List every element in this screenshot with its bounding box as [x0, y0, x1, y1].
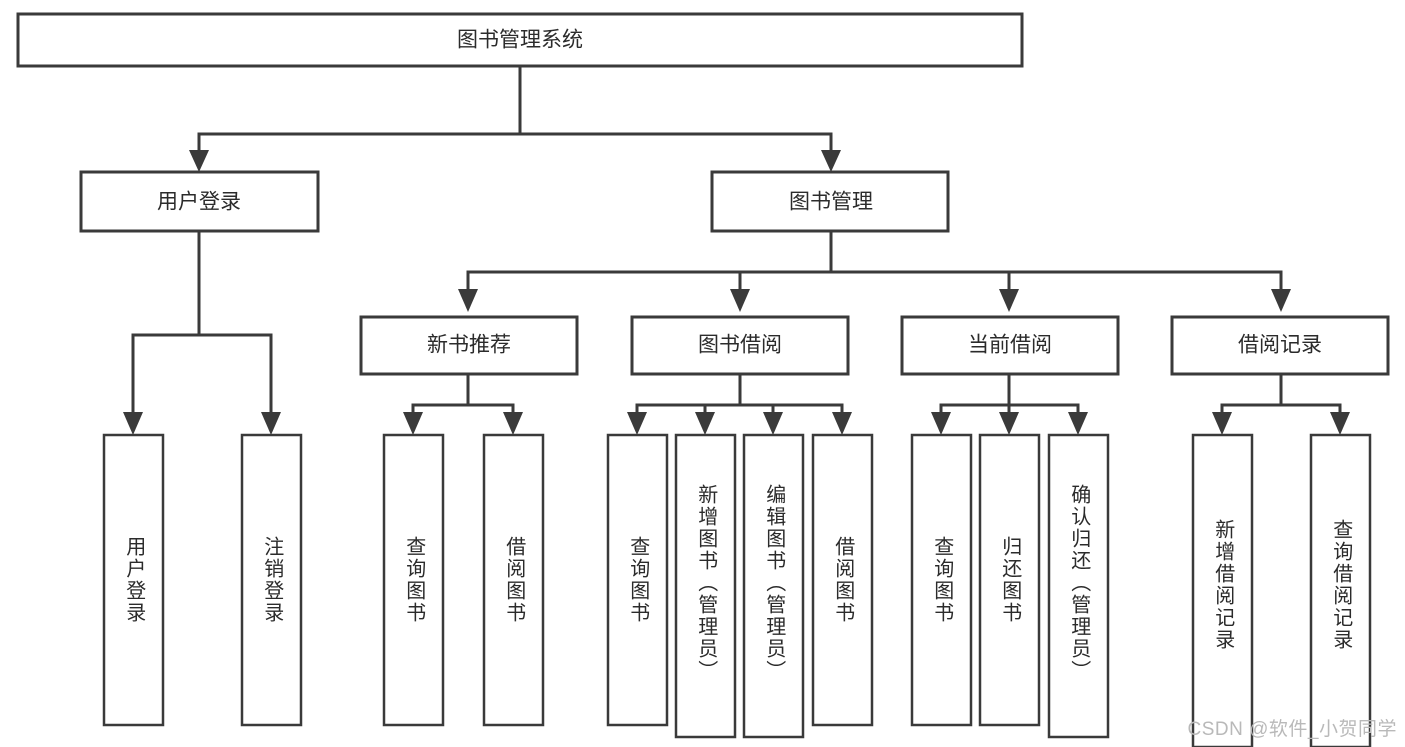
leaf-borrow-add-book[interactable]: 新增图书（管理员）: [674, 433, 737, 739]
new-book-recommend-label: 新书推荐: [427, 334, 511, 357]
connector-layer: [123, 64, 1350, 435]
new-book-recommend-box[interactable]: [359, 315, 579, 376]
root-box[interactable]: [16, 12, 1024, 68]
leaf-user-login-box[interactable]: [102, 433, 165, 727]
node-book-management[interactable]: 图书管理: [710, 170, 950, 233]
arrow-to-book-borrow: [730, 289, 750, 312]
arrow-record-leaf-2: [1330, 412, 1350, 435]
arrow-root-to-user-login: [189, 150, 209, 172]
leaf-record-add-label: 新增借阅记录: [1212, 519, 1235, 651]
leaf-current-return-book-label: 归还图书: [999, 536, 1022, 624]
arrow-to-current-borrow: [999, 289, 1019, 312]
leaf-current-query-book-label: 查询图书: [931, 536, 954, 624]
leaf-borrow-edit-book-box[interactable]: [742, 433, 805, 739]
arrow-to-leaf-logout: [261, 412, 281, 435]
borrow-record-label: 借阅记录: [1238, 334, 1322, 357]
arrow-to-borrow-record: [1271, 289, 1291, 312]
arrow-root-to-book-mgmt: [821, 150, 841, 172]
arrow-current-leaf-2: [999, 412, 1019, 435]
arrow-borrow-leaf-3: [763, 412, 783, 435]
node-user-login[interactable]: 用户登录: [79, 170, 320, 233]
leaf-recommend-borrow-book[interactable]: 借阅图书: [482, 433, 545, 727]
user-login-box[interactable]: [79, 170, 320, 233]
leaf-logout[interactable]: 注销登录: [240, 433, 303, 727]
node-new-book-recommend[interactable]: 新书推荐: [359, 315, 579, 376]
arrow-borrow-leaf-2: [695, 412, 715, 435]
leaf-borrow-query-book[interactable]: 查询图书: [606, 433, 669, 727]
leaf-borrow-query-book-box[interactable]: [606, 433, 669, 727]
leaf-current-confirm-return-box[interactable]: [1047, 433, 1110, 739]
leaf-borrow-add-book-label: 新增图书（管理员）: [695, 484, 718, 682]
leaf-recommend-borrow-book-label: 借阅图书: [503, 536, 526, 624]
arrow-record-leaf-1: [1212, 412, 1232, 435]
leaf-current-query-book[interactable]: 查询图书: [910, 433, 973, 727]
arrow-to-leaf-user-login: [123, 412, 143, 435]
arrow-current-leaf-3: [1068, 412, 1088, 435]
node-borrow-record[interactable]: 借阅记录: [1170, 315, 1390, 376]
leaf-recommend-query-book-label: 查询图书: [403, 536, 426, 624]
node-root[interactable]: 图书管理系统: [16, 12, 1024, 68]
leaf-record-add[interactable]: 新增借阅记录: [1191, 433, 1254, 747]
node-book-borrow[interactable]: 图书借阅: [630, 315, 850, 376]
leaf-borrow-edit-book[interactable]: 编辑图书（管理员）: [742, 433, 805, 739]
leaf-current-return-book-box[interactable]: [978, 433, 1041, 727]
leaf-logout-label: 注销登录: [261, 536, 284, 624]
current-borrow-label: 当前借阅: [968, 334, 1052, 357]
arrow-to-new-book-recommend: [458, 289, 478, 312]
leaf-borrow-query-book-label: 查询图书: [627, 536, 650, 624]
leaf-borrow-borrow-book-box[interactable]: [811, 433, 874, 727]
leaf-record-add-box[interactable]: [1191, 433, 1254, 747]
arrow-recommend-leaf-1: [403, 412, 423, 435]
leaf-current-confirm-return-label: 确认归还（管理员）: [1068, 484, 1091, 682]
leaf-recommend-query-book-box[interactable]: [382, 433, 445, 727]
arrow-borrow-leaf-4: [832, 412, 852, 435]
leaf-record-query-box[interactable]: [1309, 433, 1372, 747]
leaf-logout-box[interactable]: [240, 433, 303, 727]
leaf-current-query-book-box[interactable]: [910, 433, 973, 727]
leaf-current-confirm-return[interactable]: 确认归还（管理员）: [1047, 433, 1110, 739]
book-borrow-label: 图书借阅: [698, 334, 782, 357]
leaf-borrow-borrow-book-label: 借阅图书: [832, 536, 855, 624]
current-borrow-box[interactable]: [900, 315, 1120, 376]
leaf-recommend-query-book[interactable]: 查询图书: [382, 433, 445, 727]
book-borrow-box[interactable]: [630, 315, 850, 376]
root-label: 图书管理系统: [457, 29, 583, 52]
borrow-record-box[interactable]: [1170, 315, 1390, 376]
user-login-label: 用户登录: [157, 191, 241, 214]
leaf-record-query-label: 查询借阅记录: [1330, 519, 1353, 651]
leaf-borrow-borrow-book[interactable]: 借阅图书: [811, 433, 874, 727]
leaf-record-query[interactable]: 查询借阅记录: [1309, 433, 1372, 747]
node-current-borrow[interactable]: 当前借阅: [900, 315, 1120, 376]
arrow-current-leaf-1: [931, 412, 951, 435]
book-management-box[interactable]: [710, 170, 950, 233]
leaf-borrow-add-book-box[interactable]: [674, 433, 737, 739]
leaf-user-login[interactable]: 用户登录: [102, 433, 165, 727]
leaf-current-return-book[interactable]: 归还图书: [978, 433, 1041, 727]
leaf-user-login-label: 用户登录: [123, 536, 146, 624]
leaf-recommend-borrow-book-box[interactable]: [482, 433, 545, 727]
arrow-borrow-leaf-1: [627, 412, 647, 435]
arrow-recommend-leaf-2: [503, 412, 523, 435]
leaf-borrow-edit-book-label: 编辑图书（管理员）: [763, 484, 786, 682]
book-management-label: 图书管理: [789, 191, 873, 214]
